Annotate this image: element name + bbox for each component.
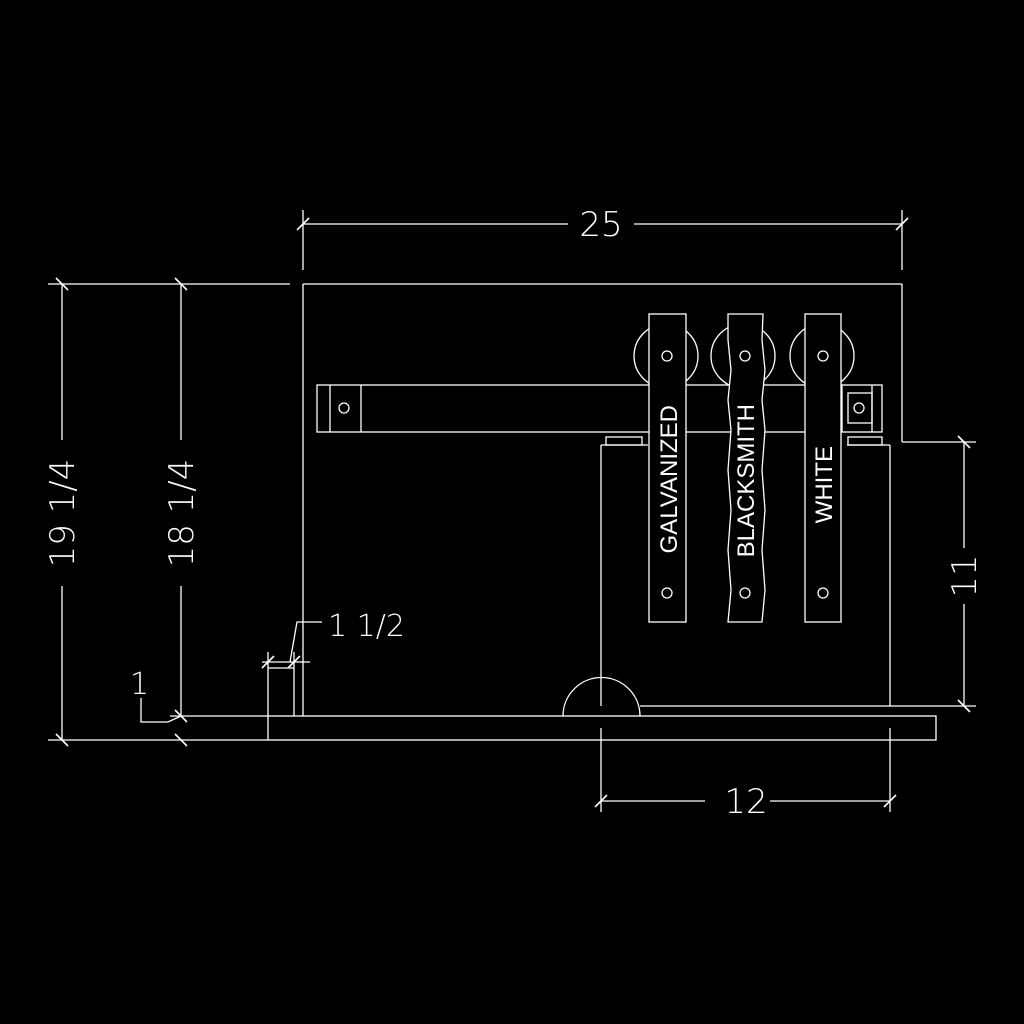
hanger-galvanized: GALVANIZED	[633, 313, 699, 623]
dimension-leg-width: 1 1/2	[261, 609, 405, 669]
dimension-label-11: 11	[945, 554, 985, 597]
hanger-label-white: WHITE	[811, 446, 838, 523]
display-frame	[267, 283, 937, 741]
hanger-blacksmith: BLACKSMITH	[710, 313, 776, 623]
dimension-overall-width: 25	[296, 205, 909, 270]
dimension-base-thickness: 1	[130, 667, 182, 723]
dimension-label-25: 25	[579, 205, 622, 245]
dimension-label-18-1-4: 18 1/4	[162, 459, 202, 568]
dimension-label-1-1-2: 1 1/2	[328, 609, 405, 644]
dimension-label-19-1-4: 19 1/4	[43, 459, 83, 568]
hanger-white: WHITE	[789, 313, 855, 623]
dimension-inner-height: 18 1/4	[162, 277, 268, 747]
hanger-label-galvanized: GALVANIZED	[656, 405, 683, 553]
dimension-label-12: 12	[724, 782, 767, 822]
dimension-label-1: 1	[130, 667, 149, 702]
hanger-label-blacksmith: BLACKSMITH	[733, 404, 760, 557]
track-rail	[316, 384, 883, 433]
dimension-door-height: 11	[890, 435, 985, 713]
barn-door	[562, 436, 891, 717]
dimension-door-width: 12	[594, 728, 897, 822]
dimension-overall-height: 19 1/4	[43, 277, 290, 747]
